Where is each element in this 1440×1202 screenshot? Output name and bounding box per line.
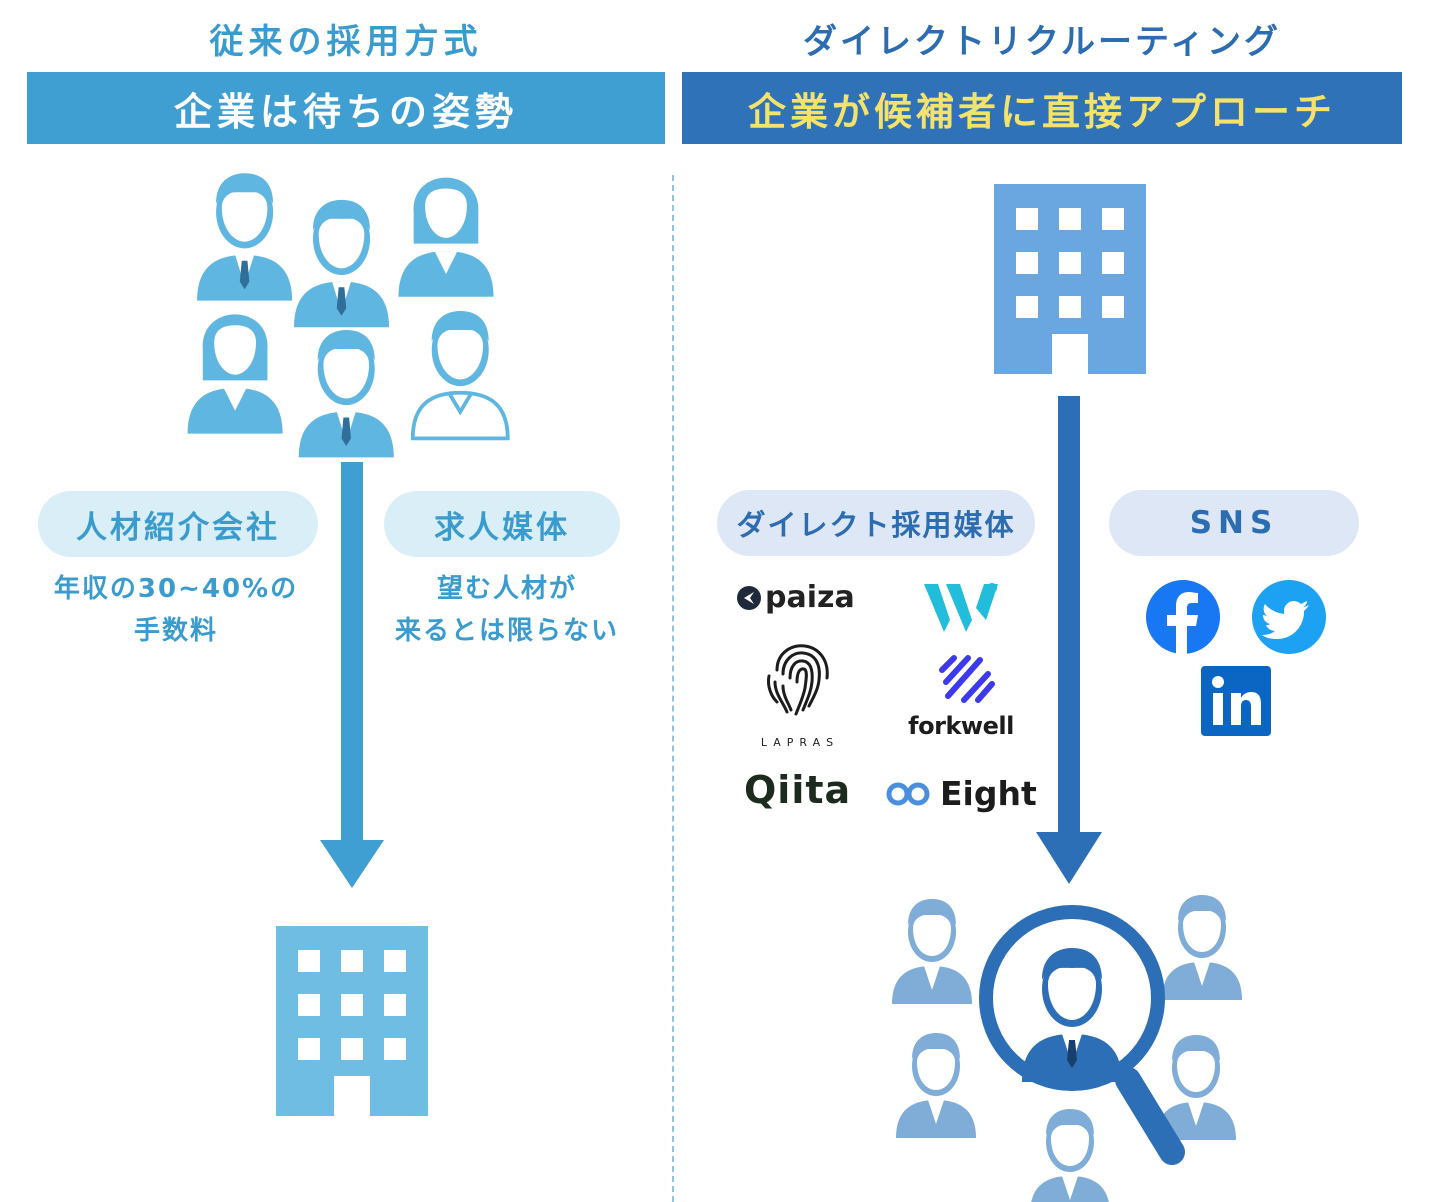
column-divider	[672, 175, 674, 1202]
company-building-icon-direct	[994, 184, 1146, 374]
lapras-logo-text: LAPRAS	[760, 736, 840, 749]
eight-logo-text: Eight	[940, 774, 1037, 813]
company-building-icon	[276, 926, 428, 1116]
linkedin-icon	[1201, 666, 1271, 736]
wantedly-logo-icon	[924, 583, 998, 632]
job-media-note: 望む人材が 来るとは限らない	[372, 568, 642, 652]
forkwell-mark-icon	[939, 655, 995, 703]
paiza-logo: paiza	[735, 580, 855, 615]
agency-fee-note-line2: 手数料	[133, 616, 218, 646]
lapras-logo: LAPRAS	[740, 640, 860, 749]
channel-pill-agency: 人材紹介会社	[38, 491, 318, 557]
job-media-note-line2: 来るとは限らない	[394, 616, 619, 646]
facebook-icon	[1146, 580, 1220, 654]
channel-pill-direct-media: ダイレクト採用媒体	[717, 490, 1035, 556]
paiza-mark-icon	[737, 585, 761, 610]
forkwell-logo-text: forkwell	[908, 712, 1014, 740]
qiita-logo: Qiita	[744, 768, 852, 812]
forkwell-logo: forkwell	[906, 654, 1016, 740]
right-flow-arrow	[1036, 396, 1102, 884]
left-column-title: 従来の採用方式	[209, 22, 483, 62]
job-media-note-line1: 望む人材が	[436, 574, 577, 604]
job-seekers-group-icon	[187, 173, 510, 458]
paiza-logo-text: paiza	[765, 580, 855, 615]
eight-logo: Eight	[886, 774, 1037, 813]
right-banner: 企業が候補者に直接アプローチ	[682, 72, 1402, 144]
agency-fee-note: 年収の30~40%の 手数料	[30, 568, 322, 652]
channel-pill-sns: SNS	[1109, 490, 1359, 556]
agency-fee-note-line1: 年収の30~40%の	[53, 574, 299, 604]
eight-infinity-icon	[886, 782, 930, 805]
channel-pill-job-media: 求人媒体	[384, 491, 620, 557]
twitter-icon	[1252, 580, 1326, 654]
candidate-search-icon	[892, 895, 1242, 1202]
left-banner: 企業は待ちの姿勢	[27, 72, 665, 144]
right-column-title: ダイレクトリクルーティング	[803, 22, 1281, 62]
left-flow-arrow	[320, 462, 384, 888]
fingerprint-icon	[767, 644, 829, 716]
